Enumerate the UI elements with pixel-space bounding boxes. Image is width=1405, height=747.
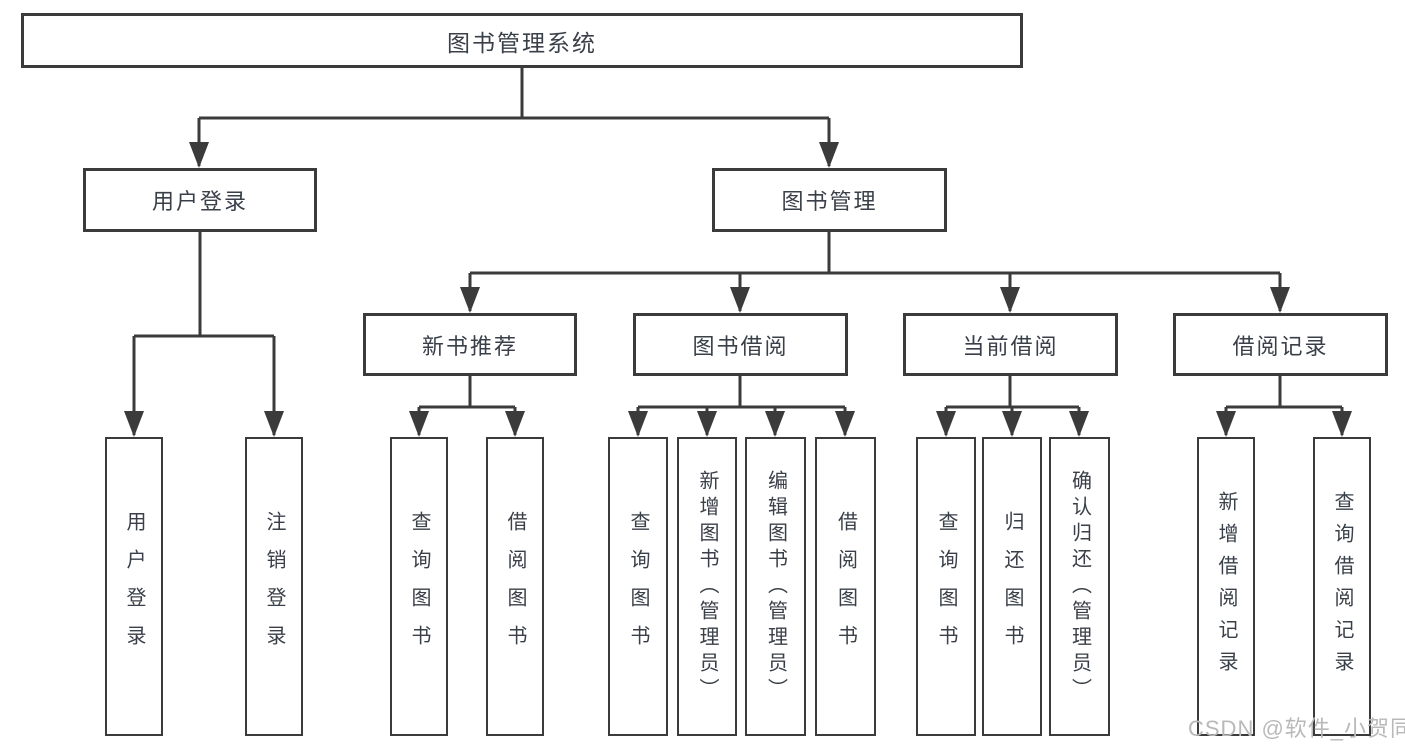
node-user-login: 用户登录 [83,168,317,232]
connector-user-login-leaves [132,232,276,435]
leaf-edit-books-admin: 编辑图书（管理员） [745,437,806,736]
node-new-book-recommend: 新书推荐 [363,313,577,376]
leaf-return-books: 归还图书 [982,437,1042,736]
node-current-borrow: 当前借阅 [903,313,1118,376]
leaf-add-books-admin: 新增图书（管理员） [677,437,737,736]
leaf-query-books-recommend: 查询图书 [390,437,448,736]
connector-new-book-leaves [417,376,517,435]
node-book-management: 图书管理 [712,168,947,232]
csdn-watermark: CSDN @软件_小贺同学 [1188,716,1405,741]
leaf-borrow-books-recommend: 借阅图书 [486,437,544,736]
connector-book-management-branches [468,232,1282,311]
leaf-add-borrow-record: 新增借阅记录 [1197,437,1255,736]
node-book-borrow: 图书借阅 [633,313,848,376]
leaf-user-login: 用户登录 [105,437,163,736]
leaf-confirm-return-admin: 确认归还（管理员） [1049,437,1110,736]
connector-root-to-branches [197,68,831,166]
leaf-query-borrow-record: 查询借阅记录 [1313,437,1371,736]
connector-borrow-records-leaves [1224,376,1344,435]
arrowheads [124,142,1352,437]
leaf-borrow-books: 借阅图书 [815,437,876,736]
leaf-query-books-borrow: 查询图书 [608,437,668,736]
leaf-query-books-current: 查询图书 [916,437,976,736]
node-borrow-records: 借阅记录 [1173,313,1388,376]
connector-book-borrow-leaves [636,376,847,435]
node-root-system: 图书管理系统 [21,13,1023,68]
leaf-logout: 注销登录 [245,437,303,736]
